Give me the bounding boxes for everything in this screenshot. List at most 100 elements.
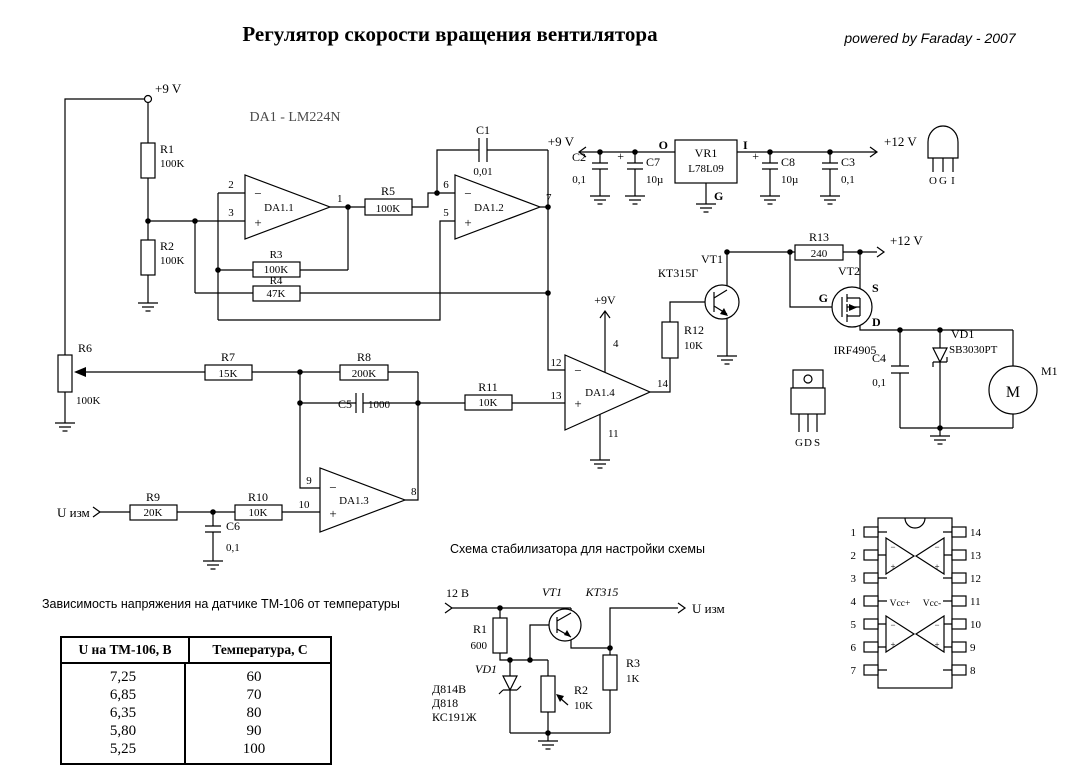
da11-minus-sign: −	[254, 186, 261, 201]
motor-symbol: M	[1006, 384, 1020, 401]
page-title: Регулятор скорости вращения вентилятора	[242, 22, 658, 46]
c3-name: C3	[841, 155, 855, 169]
table-col2-header: Температура, С	[212, 642, 308, 657]
to220-pin-g: G	[795, 437, 803, 449]
da12-name: DA1.2	[474, 202, 504, 214]
da12-plus-sign: +	[464, 215, 471, 230]
vt2-pin-g: G	[819, 291, 828, 305]
stab-r1-name: R1	[473, 622, 487, 636]
stab-zener-vd1: VD1 Д814В Д818 КС191Ж	[432, 662, 522, 724]
r6-value: 100K	[76, 395, 101, 407]
da11-pin1: 1	[337, 193, 343, 205]
table-caption: Зависимость напряжения на датчике ТМ-106…	[42, 597, 400, 611]
resistor-r9: R9 20K	[129, 490, 178, 521]
supply-terminal	[143, 94, 153, 104]
capacitor-c6: C6 0,1	[205, 519, 240, 554]
r1-value: 100K	[160, 158, 185, 170]
vt2-part: IRF4905	[834, 343, 877, 357]
stab-vd1-type-3: КС191Ж	[432, 710, 477, 724]
da13-pin10: 10	[299, 499, 311, 511]
c7-name: C7	[646, 155, 660, 169]
c7-value: 10µ	[646, 174, 663, 186]
circuit-wires-power	[579, 151, 877, 196]
motor-m1: M M1	[988, 364, 1058, 415]
da13-pin9: 9	[306, 475, 312, 487]
ic-opamp3-minus: −	[934, 620, 939, 630]
stab-trimmer-r2: R2 10K	[540, 675, 593, 713]
c6-value: 0,1	[226, 542, 240, 554]
stab-vd1-type-1: Д814В	[432, 682, 466, 696]
capacitor-c3: C3 0,1	[822, 152, 855, 188]
stabilizer-caption: Схема стабилизатора для настройки схемы	[450, 542, 705, 556]
capacitor-c4: C4 0,1	[872, 351, 909, 389]
main-9v-label: +9 V	[155, 81, 182, 96]
stab-vt1-part: КТ315	[585, 585, 619, 599]
to220-pin-d: D	[804, 437, 812, 449]
r7-value: 15K	[219, 368, 238, 380]
table-cell-t-1: 70	[246, 687, 262, 703]
to220-package-drawing: G D S	[790, 369, 826, 449]
ic-pin-1: 1	[851, 527, 857, 539]
stab-vt1-name: VT1	[542, 585, 562, 599]
transistor-vt1: VT1 КТ315Г	[658, 252, 740, 320]
stab-r3-value: 1K	[626, 673, 640, 685]
ic-pin-14: 14	[970, 527, 982, 539]
da12-pin7: 7	[546, 192, 552, 204]
r3-value: 100K	[264, 264, 289, 276]
resistor-r5: R5 100K	[364, 184, 413, 216]
r13-name: R13	[809, 230, 829, 244]
da14-supply-label: +9V	[594, 293, 616, 307]
c8-plus-sign: +	[752, 149, 759, 163]
ic-pin-12: 12	[970, 573, 981, 585]
opamp-da1-3: − + DA1.3 9 10 8	[299, 467, 417, 533]
ic-opamp3-plus: +	[934, 640, 939, 650]
table-col1-header: U на ТМ-106, В	[62, 638, 190, 662]
stab-r2-name: R2	[574, 683, 588, 697]
da14-pin12: 12	[551, 357, 562, 369]
c2-value: 0,1	[572, 174, 586, 186]
circuit-wires-stabilizer	[452, 607, 678, 734]
table-col2-values: 60 70 80 90 100	[186, 664, 322, 763]
ic-pin-9: 9	[970, 642, 976, 654]
stab-r1-value: 600	[471, 640, 488, 652]
rail-12v-label: +12 V	[890, 233, 923, 248]
da14-plus-sign: +	[574, 396, 581, 411]
ic-opamp1-minus: −	[890, 542, 895, 552]
vt1-part: КТ315Г	[658, 266, 698, 280]
r8-name: R8	[357, 350, 371, 364]
regulator-vr1: VR1 L78L09 O I G	[659, 138, 748, 203]
r6-name: R6	[78, 341, 92, 355]
c8-value: 10µ	[781, 174, 798, 186]
c3-value: 0,1	[841, 174, 855, 186]
da11-plus-sign: +	[254, 215, 261, 230]
capacitor-c2: C2 0,1	[572, 150, 608, 188]
r9-name: R9	[146, 490, 160, 504]
ic-pinout-diagram: − + − + − + − + Vcc+ Vcc- 1 2 3 4 5 6 7 …	[851, 517, 982, 689]
table-body: 7,25 6,85 6,35 5,80 5,25 60 70 80 90 100	[62, 664, 330, 763]
potentiometer-r6: R6 100K	[57, 341, 101, 407]
c2-name: C2	[572, 150, 586, 164]
r2-name: R2	[160, 239, 174, 253]
ic-pin-7: 7	[851, 665, 857, 677]
resistor-r2: R2 100K	[140, 239, 185, 276]
table-cell-u-1: 6,85	[109, 687, 137, 703]
capacitor-c1: C1 0,01	[473, 123, 492, 178]
mosfet-vt2: VT2 G S D IRF4905	[819, 264, 881, 357]
ic-pin-13: 13	[970, 550, 982, 562]
stab-input-label: 12 В	[446, 586, 469, 600]
c5-name: C5	[338, 397, 352, 411]
to92-package-drawing: O G I	[927, 125, 959, 187]
da1-ic-label: DA1 - LM224N	[250, 110, 341, 125]
vt2-name: VT2	[838, 264, 860, 278]
u-izm-input-label: U изм	[57, 505, 90, 520]
r9-value: 20K	[144, 507, 163, 519]
ic-pin-2: 2	[851, 550, 857, 562]
da12-pin5: 5	[443, 207, 449, 219]
ic-vcc-minus: Vcc-	[923, 599, 941, 609]
ic-opamp4-plus: +	[934, 562, 939, 572]
ic-pin-8: 8	[970, 665, 976, 677]
to92-pin-g: G	[939, 175, 947, 187]
r11-value: 10K	[479, 397, 498, 409]
vr1-part: L78L09	[688, 163, 724, 175]
r4-value: 47K	[267, 288, 286, 300]
